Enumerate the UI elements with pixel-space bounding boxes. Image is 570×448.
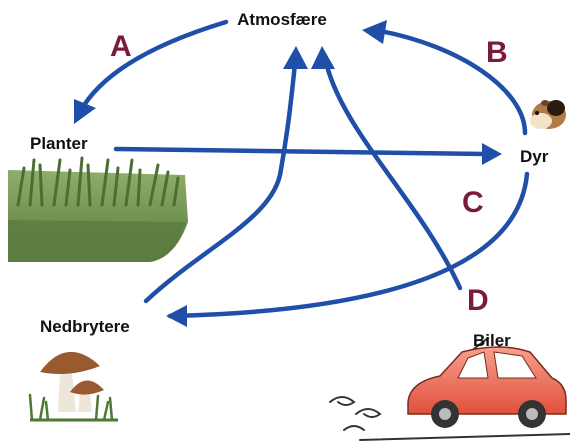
edge-label-d: D [467, 284, 489, 317]
arrow-atmosphere-to-plants [77, 19, 229, 115]
guinea-pig-icon [530, 100, 566, 129]
mushroom-icon [28, 351, 118, 422]
arrows [77, 19, 530, 319]
arrowhead-atmosphere-left [283, 46, 308, 69]
node-cars: Biler [473, 331, 511, 350]
arrowhead-atmosphere-center [311, 46, 335, 69]
arrowhead-decomposers [166, 305, 187, 327]
edge-label-b: B [486, 36, 508, 69]
arrow-animals-to-atmosphere [372, 27, 528, 136]
edge-label-c: C [462, 186, 484, 219]
arrow-animals-to-decomposers [167, 171, 530, 319]
arrow-cars-to-atmosphere [322, 55, 463, 291]
car-icon [329, 337, 570, 441]
arrowheads [74, 20, 502, 327]
node-decomposers: Nedbrytere [40, 317, 130, 336]
arrowhead-plants [74, 99, 96, 124]
arrow-decomposers-to-atmosphere [143, 52, 299, 304]
edge-label-a: A [110, 30, 132, 63]
grass-icon [8, 156, 188, 262]
node-atmosphere: Atmosfære [237, 10, 327, 29]
node-animals: Dyr [520, 147, 549, 166]
arrow-plants-to-animals [113, 146, 489, 157]
arrowhead-animals [482, 143, 502, 165]
arrowhead-atmosphere-right [362, 20, 387, 44]
node-plants: Planter [30, 134, 88, 153]
